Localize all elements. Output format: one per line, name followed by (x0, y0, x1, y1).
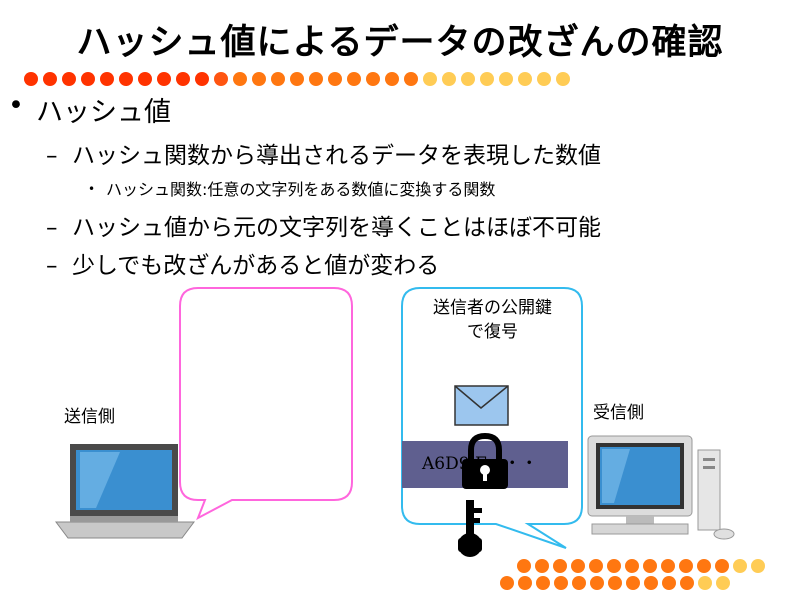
bullet-mark: • (8, 90, 24, 121)
slide-title: ハッシュ値によるデータの改ざんの確認 (76, 23, 724, 63)
title-dot-divider (24, 72, 570, 86)
bubble-caption-line1: 送信者の公開鍵 (433, 298, 552, 318)
bullet-level1-text: ハッシュ値 (36, 97, 171, 128)
bubble-caption: 送信者の公開鍵 で復号 (405, 296, 580, 344)
laptop-icon (55, 444, 195, 539)
footer-dot-row-1 (517, 559, 765, 573)
pink-speech-bubble (179, 287, 353, 521)
bubble-caption-line2: で復号 (467, 322, 518, 342)
padlock-icon (462, 432, 508, 489)
bullet-level2-3: –少しでも改ざんがあると値が変わる (46, 246, 439, 280)
bullet-level3: • ハッシュ関数:任意の文字列をある数値に変換する関数 (88, 176, 495, 200)
receiver-label: 受信側 (593, 403, 644, 423)
desktop-computer-icon (587, 435, 735, 540)
bullet-mark: • (88, 182, 96, 196)
bullet-level2-text: ハッシュ値から元の文字列を導くことはほぼ不可能 (72, 215, 601, 241)
dash-mark: – (46, 143, 58, 169)
sender-label: 送信側 (64, 407, 115, 427)
dash-mark: – (46, 215, 58, 241)
bullet-level1: • ハッシュ値 (8, 90, 171, 129)
bullet-level2-text: 少しでも改ざんがあると値が変わる (72, 253, 440, 279)
bullet-level2-1: –ハッシュ関数から導出されるデータを表現した数値 (46, 136, 601, 170)
bullet-level3-text: ハッシュ関数:任意の文字列をある数値に変換する関数 (106, 180, 496, 199)
footer-dot-row-2 (500, 576, 730, 590)
bullet-level2-text: ハッシュ関数から導出されるデータを表現した数値 (72, 143, 601, 169)
dash-mark: – (46, 253, 58, 279)
bullet-level2-2: –ハッシュ値から元の文字列を導くことはほぼ不可能 (46, 208, 601, 242)
key-icon (458, 500, 482, 557)
envelope-icon (454, 385, 509, 426)
